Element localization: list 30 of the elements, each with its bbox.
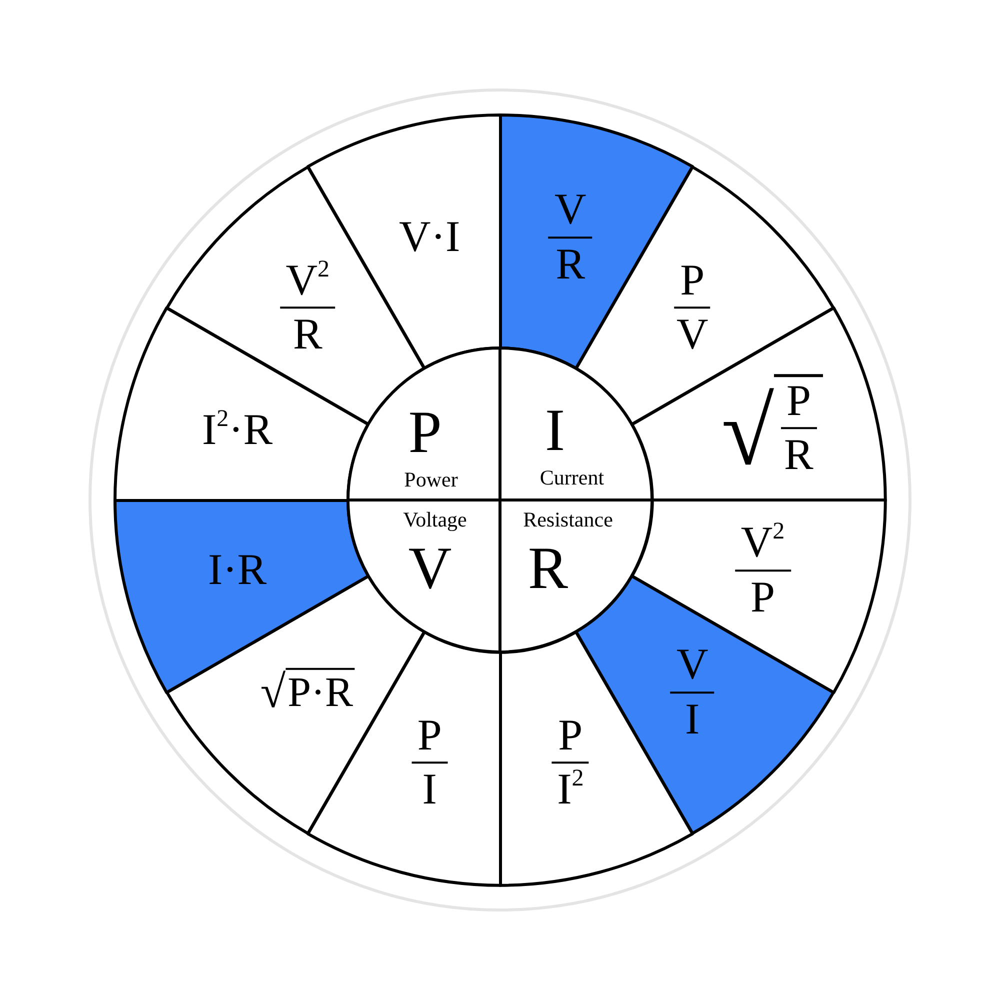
quantity-name: Resistance: [523, 510, 613, 530]
formula-denominator: R: [292, 308, 324, 360]
formula-numerator: P: [411, 711, 448, 764]
formula-denominator: I: [684, 693, 701, 744]
formula-numerator: V: [548, 186, 592, 238]
radical-sign: √: [260, 669, 286, 716]
quantity-symbol: V: [408, 538, 452, 598]
quantity-name: Power: [404, 470, 458, 490]
formula-numerator: V$^{2}$: [734, 519, 791, 572]
quantity-name: Current: [540, 468, 604, 488]
formula-denominator: P: [749, 571, 776, 622]
formula-denominator: V: [675, 308, 710, 360]
formula-numerator: P: [552, 711, 589, 764]
formula-numerator: V$^{2}$: [280, 256, 336, 309]
quantity-symbol: P: [408, 402, 442, 462]
radical-sign: √: [721, 384, 774, 480]
formula-denominator: R: [554, 238, 586, 289]
formula-text: I$^{2}$·R: [202, 405, 273, 454]
formula-numerator: V: [670, 640, 714, 694]
formula-denominator: I$^{2}$: [556, 764, 585, 814]
formula-denominator: I: [421, 764, 438, 814]
formula-text: V·I: [399, 213, 460, 262]
formula-text: I·R: [208, 546, 267, 595]
quantity-symbol: R: [528, 538, 568, 598]
formula-denominator: R: [783, 430, 814, 480]
formula-numerator: P: [674, 256, 711, 309]
formula-numerator: P: [780, 377, 817, 430]
quantity-name: Voltage: [403, 510, 467, 530]
quantity-symbol: I: [545, 400, 565, 460]
formula-text: P·R: [286, 668, 355, 716]
